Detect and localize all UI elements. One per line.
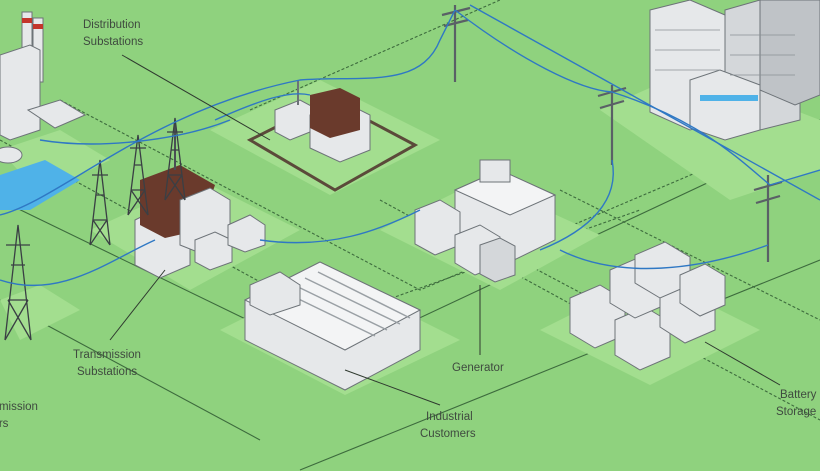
- transmission-tower-3: [164, 117, 186, 201]
- label-generator: Generator: [452, 362, 504, 374]
- label-distribution-line1: Distribution: [83, 19, 141, 31]
- transmission-substation: [134, 120, 266, 279]
- label-battery-storage: Battery Storage: [776, 389, 820, 418]
- label-industrial-line1: Industrial: [426, 411, 473, 423]
- transmission-tower-4: [4, 224, 32, 341]
- city-buildings: [649, 0, 820, 141]
- label-transmission-substations-line1: Transmission: [73, 349, 141, 361]
- label-battery-line2: Storage: [776, 406, 816, 418]
- power-lines: [0, 4, 820, 287]
- transmission-tower-2: [127, 134, 149, 216]
- label-towers-line2: Towers: [0, 418, 9, 430]
- battery-storage: [569, 241, 726, 371]
- distribution-substation: [246, 80, 419, 192]
- label-transmission-towers: Transmission Towers: [0, 401, 41, 430]
- label-industrial-customers: Industrial Customers: [420, 411, 476, 440]
- label-transmission-substations: Transmission Substations: [73, 349, 144, 378]
- label-industrial-line2: Customers: [420, 428, 476, 440]
- label-battery-line1: Battery: [780, 389, 817, 401]
- label-distribution-substations: Distribution Substations: [83, 19, 144, 48]
- generator: [414, 159, 557, 283]
- label-towers-line1: Transmission: [0, 401, 38, 413]
- industrial-building: [243, 261, 422, 391]
- power-plant: [0, 11, 87, 164]
- transmission-tower-1: [89, 159, 111, 246]
- label-transmission-substations-line2: Substations: [77, 366, 137, 378]
- leader-lines: [109, 54, 781, 406]
- reservoir: [0, 160, 80, 210]
- label-distribution-line2: Substations: [83, 36, 143, 48]
